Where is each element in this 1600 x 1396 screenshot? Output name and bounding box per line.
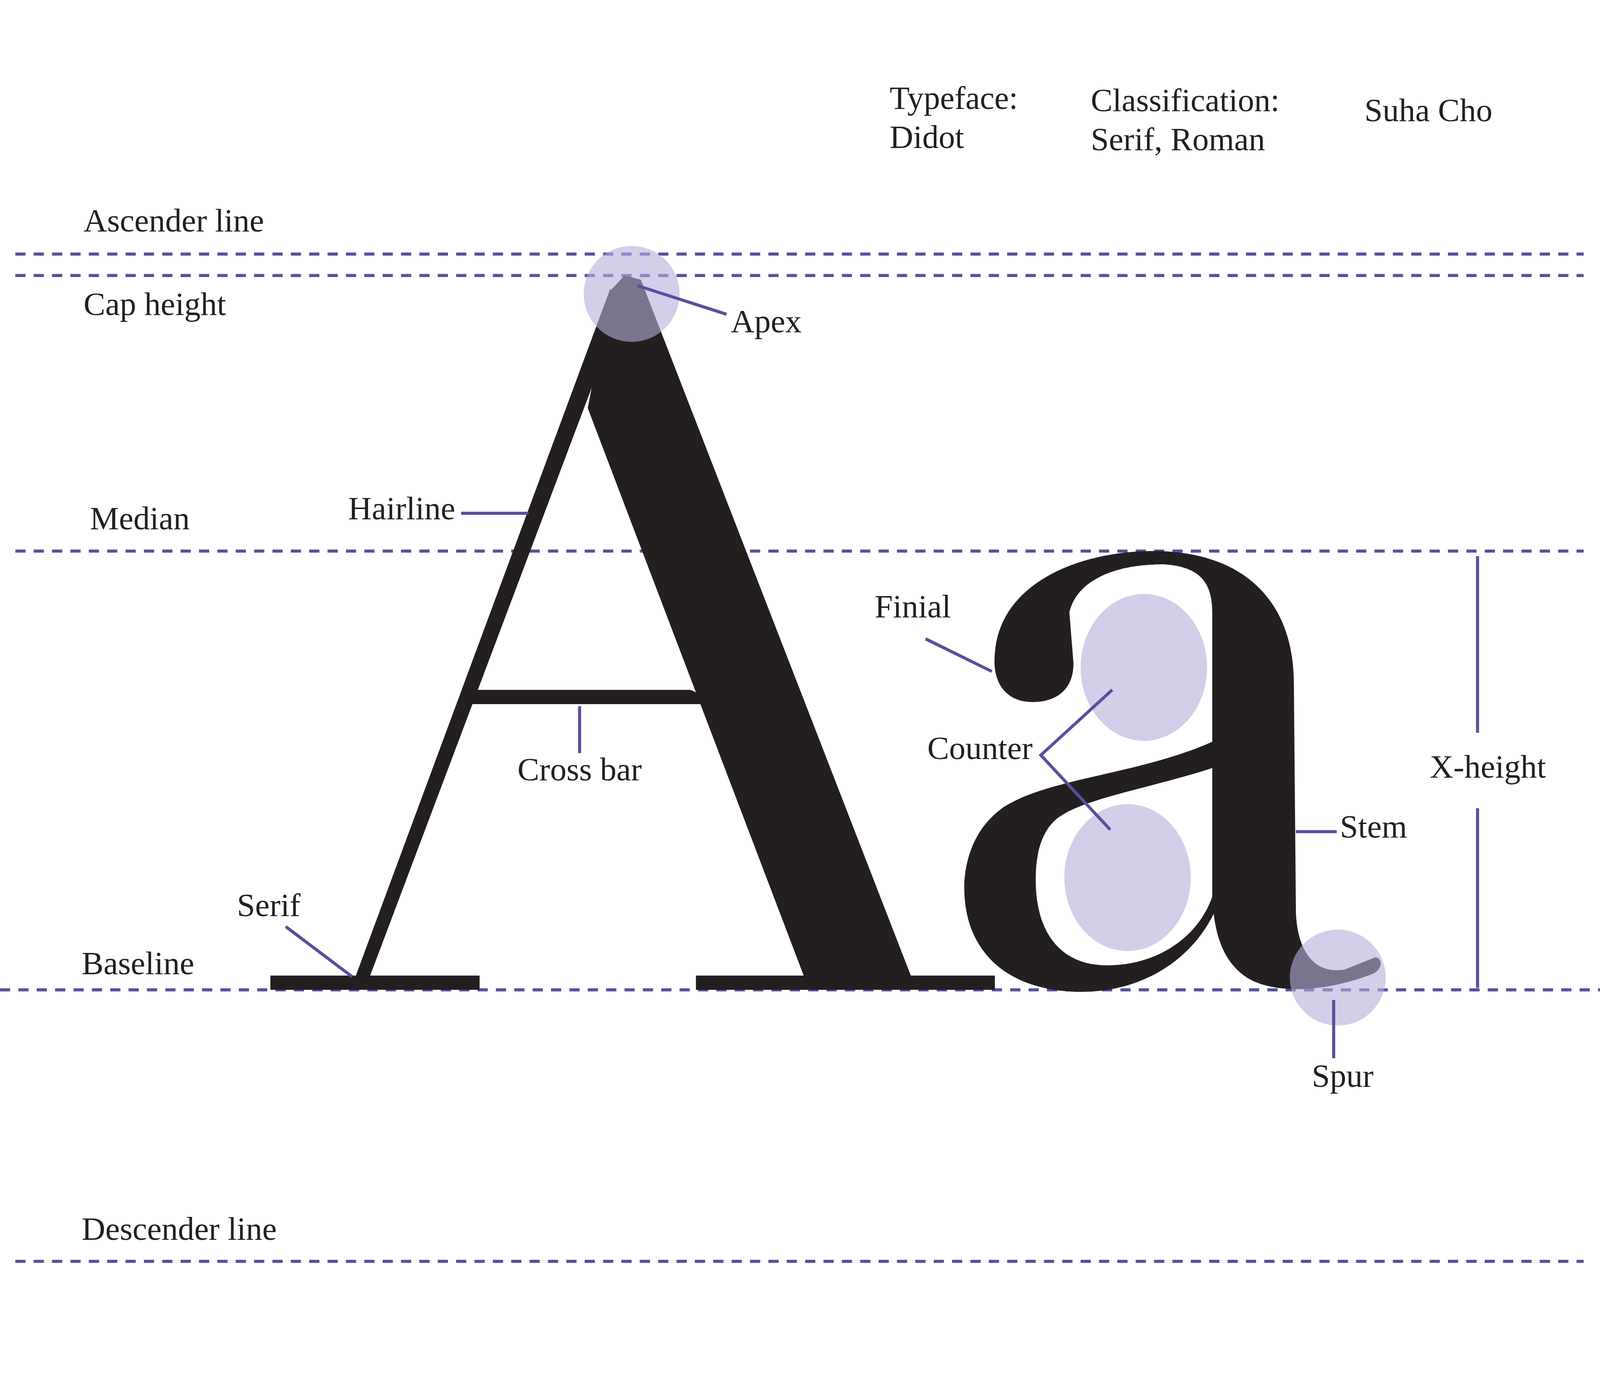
part-label: Counter	[927, 728, 1033, 768]
part-label: Finial	[874, 586, 951, 626]
guide-label: Median	[89, 498, 190, 538]
part-label: Spur	[1311, 1056, 1374, 1096]
lowercase-a-glyph	[964, 551, 1381, 992]
guide-label: Ascender line	[83, 201, 265, 241]
part-label: Serif	[236, 885, 301, 925]
part-label: Hairline	[348, 488, 456, 528]
typeface-note: Typeface: Didot	[889, 78, 1040, 158]
capital-a-glyph	[270, 275, 995, 990]
guide-label: Descender line	[81, 1209, 277, 1249]
leader-lines	[285, 285, 1478, 1059]
author-name: Suha Cho	[1364, 90, 1493, 130]
guide-label: X-height	[1429, 747, 1546, 787]
guide-label: Baseline	[81, 943, 195, 983]
part-label: Apex	[730, 301, 802, 341]
part-label: Cross bar	[517, 749, 642, 789]
part-label: Stem	[1339, 807, 1408, 847]
guide-lines	[0, 254, 1600, 1262]
highlight-circles	[583, 246, 1386, 1026]
guide-label: Cap height	[83, 284, 227, 324]
classification-note: Classification: Serif, Roman	[1090, 80, 1305, 160]
